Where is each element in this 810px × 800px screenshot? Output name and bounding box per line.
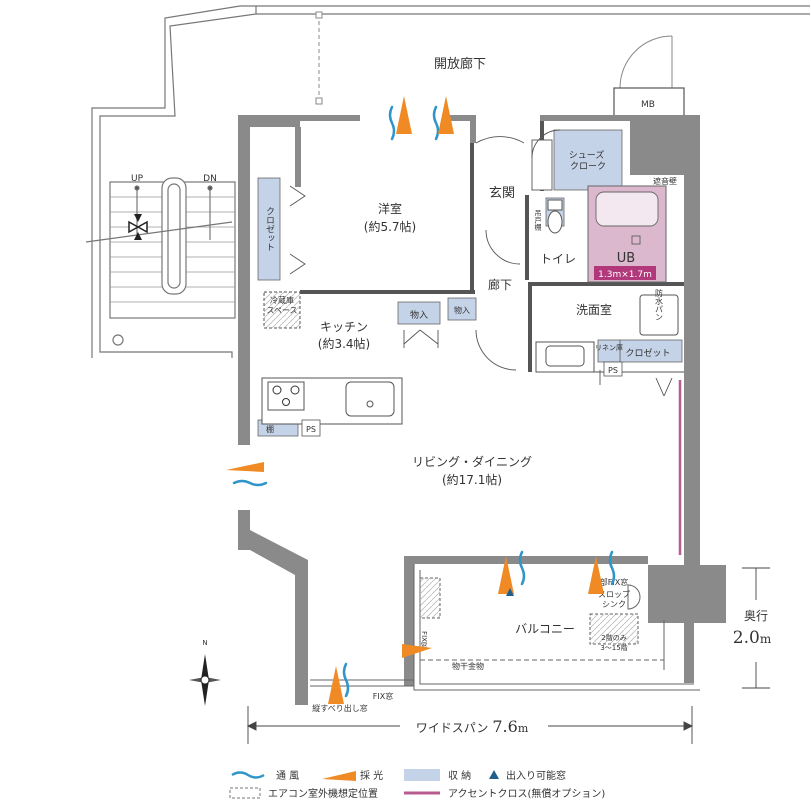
- stair-up-label: UP: [131, 174, 144, 184]
- room-living-dining-size: (約17.1帖): [442, 472, 502, 487]
- door-window-mark: [506, 588, 514, 596]
- north-label: N: [202, 639, 207, 647]
- closet-west-label: クロゼット: [264, 206, 275, 251]
- shoe-cloak-label: シューズ クローク: [569, 149, 607, 172]
- fix-window-label: FIX窓: [373, 691, 393, 701]
- washroom-fixtures: [535, 294, 684, 373]
- legend-ventilation: 通 風: [276, 770, 299, 782]
- closet-label: クロゼット: [625, 347, 670, 359]
- room-entrance: 玄関: [489, 186, 515, 201]
- slop-sink-label: スロップシンク: [598, 590, 630, 609]
- lower-fix-label: 下部FIX窓: [592, 577, 628, 587]
- legend-door-window: 出入り可能窓: [506, 769, 566, 782]
- legend-accent: アクセントクロス(無償オプション): [448, 787, 605, 800]
- room-toilet: トイレ: [540, 252, 576, 266]
- room-hallway: 廊下: [488, 277, 512, 292]
- room-living-dining: リビング・ダイニング: [412, 454, 532, 469]
- depth-dimension: [742, 567, 770, 689]
- shelf-label: 棚: [266, 424, 274, 434]
- fridge-label: 冷蔵庫スペース: [266, 295, 297, 315]
- legend-ventilation-icon: [231, 771, 265, 779]
- sliding-window-label: 縦すべり出し窓: [312, 703, 367, 713]
- stair-down-label: DN: [203, 174, 217, 184]
- shoe-cloak-line1: シューズ: [569, 149, 605, 161]
- corridor-label: 開放廊下: [434, 56, 486, 72]
- room-kitchen-size: (約3.4帖): [318, 336, 370, 351]
- mb-box: MB: [613, 87, 685, 119]
- kitchen-counter: [261, 291, 403, 425]
- storage-kitchen: [397, 301, 441, 325]
- mb-label: MB: [641, 100, 655, 110]
- legend-ac-icon: [229, 787, 261, 799]
- corridor-rail: [315, 11, 673, 105]
- valve-icon: [128, 214, 148, 240]
- legend: 通 風 採 光 収 納 出入り可能窓 エアコン室外機想定位置 アクセントクロス(…: [229, 769, 605, 800]
- ps-label-2: PS: [608, 366, 618, 375]
- ventilation-marks: [232, 105, 616, 698]
- fridge-space: [263, 291, 301, 329]
- drying-rack-label: 物干金物: [452, 661, 484, 671]
- daylight-marks: [226, 96, 604, 704]
- depth-value: 2.0m: [733, 628, 772, 648]
- room-balcony: バルコニー: [515, 622, 575, 636]
- ub-label: UB: [617, 251, 635, 266]
- room-western-size: (約5.7帖): [364, 219, 416, 234]
- toilet-fixture: [547, 199, 563, 234]
- storage-label-2: 物入: [454, 305, 470, 315]
- linen-label: リネン庫: [595, 343, 623, 352]
- hanging-shelf-label: 吊戸棚: [534, 210, 542, 232]
- room-kitchen: キッチン: [320, 320, 368, 334]
- ps-label-1: PS: [306, 425, 316, 434]
- legend-daylight: 採 光: [360, 769, 383, 782]
- closet-west: [257, 177, 281, 281]
- legend-daylight-icon: [322, 771, 356, 781]
- storage-hall: [447, 297, 477, 321]
- fix-window-v-label: FIX窓: [420, 631, 428, 649]
- storage-label-1: 物入: [410, 309, 428, 321]
- north-compass-icon: [189, 654, 221, 706]
- legend-ac: エアコン室外機想定位置: [268, 787, 378, 800]
- shoe-cloak-line2: クローク: [570, 161, 606, 172]
- waterproof-pan-label: 防水パン: [655, 288, 664, 321]
- balcony: [310, 564, 700, 691]
- room-washroom: 洗面室: [576, 302, 612, 317]
- stairwell: [85, 5, 810, 358]
- shoe-cloak-area: [553, 129, 623, 191]
- ub-size-badge: 1.3m×1.7m: [598, 270, 652, 280]
- legend-door-window-icon: [489, 770, 499, 779]
- depth-label: 奥行: [744, 609, 768, 623]
- sound-wall-label: 遮音壁: [653, 176, 677, 186]
- room-western: 洋室: [378, 201, 402, 216]
- unit-bath: UB 1.3m×1.7m: [587, 185, 667, 283]
- width-dimension: [246, 706, 694, 744]
- legend-storage-icon: [404, 769, 440, 781]
- legend-storage: 収 納: [448, 769, 471, 782]
- doors: [403, 129, 673, 397]
